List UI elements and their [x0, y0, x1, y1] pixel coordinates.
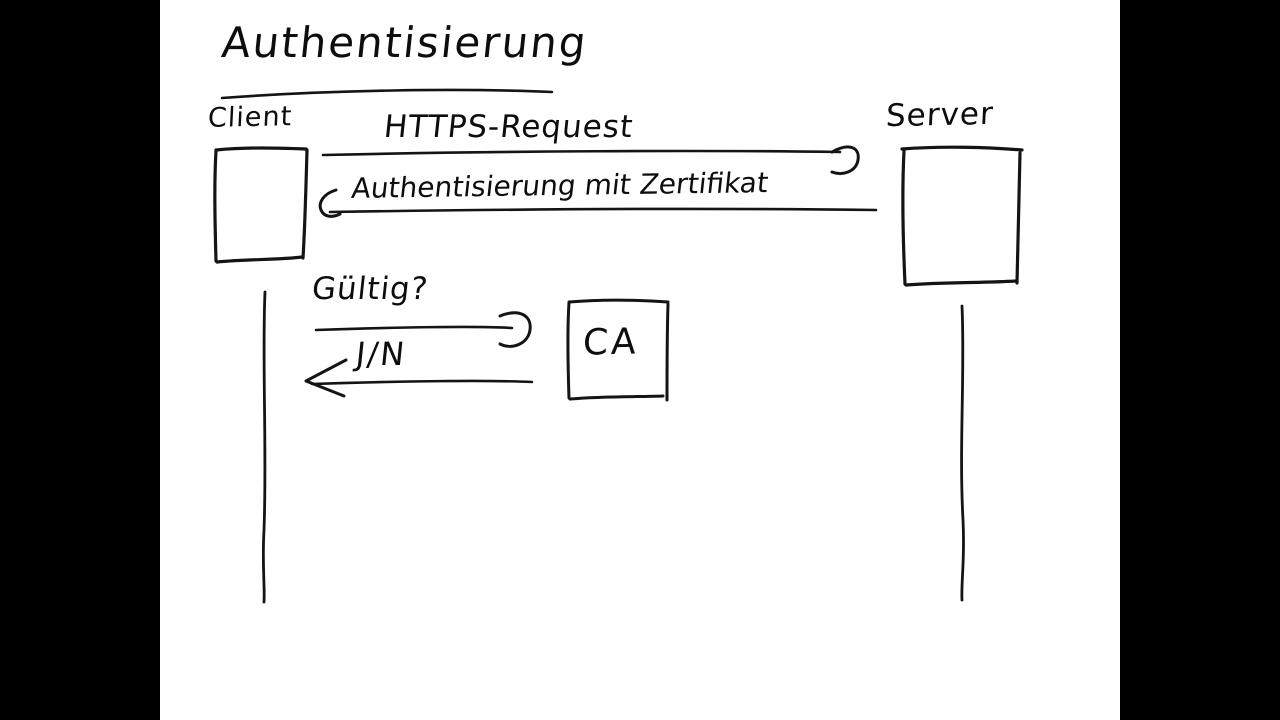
ca-box — [566, 298, 670, 402]
message-label-validity-answer: J/N — [354, 335, 409, 373]
server-box — [900, 145, 1024, 287]
actor-label-client: Client — [207, 101, 293, 134]
message-line-validity-query — [314, 311, 532, 348]
message-label-auth-with-cert: Authentisierung mit Zertifikat — [349, 166, 770, 205]
actor-label-ca: CA — [581, 321, 640, 364]
message-line-https-request — [321, 145, 860, 175]
client-box — [213, 146, 309, 264]
client-lifeline — [261, 290, 267, 604]
diagram-title: Authentisierung — [219, 18, 591, 67]
title-underline — [220, 88, 554, 100]
actor-label-server: Server — [885, 95, 995, 135]
message-label-validity-query: Gültig? — [310, 271, 431, 307]
letterbox-bar-right — [1120, 0, 1280, 720]
diagram-ink-layer — [213, 88, 1024, 604]
message-line-validity-answer — [304, 358, 534, 398]
server-lifeline — [960, 304, 965, 602]
message-label-https-request: HTTPS-Request — [382, 109, 636, 145]
whiteboard-canvas: Authentisierung Client Server HTTPS-Requ… — [160, 0, 1120, 720]
letterbox-bar-left — [0, 0, 160, 720]
message-line-auth-with-cert — [318, 188, 878, 218]
